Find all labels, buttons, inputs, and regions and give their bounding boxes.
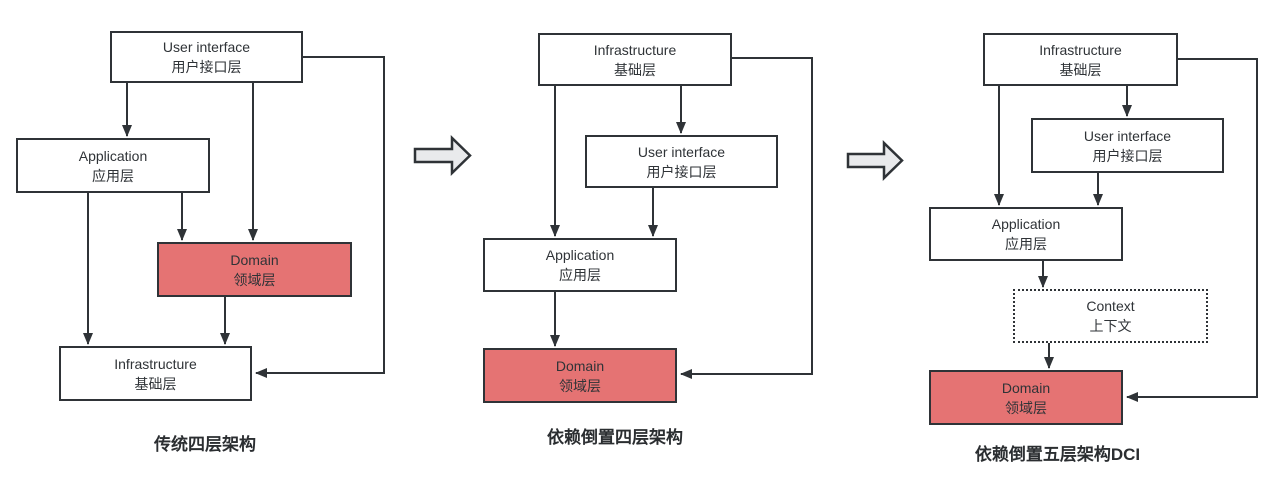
box-label-zh: 用户接口层 [646, 163, 717, 180]
box-label-en: User interface [637, 143, 726, 160]
box-label-zh: 基础层 [1059, 61, 1102, 78]
diagram-caption: 依赖倒置五层架构DCI [974, 445, 1141, 464]
box-label-en: Domain [1001, 379, 1051, 396]
box-domain: Domain 领域层 [929, 370, 1123, 425]
box-context: Context 上下文 [1013, 289, 1208, 343]
box-label-en: Application [78, 147, 148, 164]
box-user-interface: User interface 用户接口层 [585, 135, 778, 188]
box-label-zh: 领域层 [559, 377, 601, 394]
box-label-zh: 用户接口层 [1092, 147, 1163, 164]
box-label-zh: 领域层 [1005, 399, 1047, 416]
arrow-infrastructure-to-domain-right [680, 57, 813, 379]
box-label-en: User interface [162, 39, 251, 55]
right-block-arrow-icon [413, 135, 472, 176]
arrow-infrastructure-to-domain-right [1126, 58, 1258, 402]
diagram3-connectors [994, 58, 1258, 402]
box-label-zh: 领域层 [233, 271, 276, 288]
transition-arrows [413, 135, 904, 181]
diagram1-connectors [83, 56, 385, 378]
box-domain: Domain 领域层 [483, 348, 677, 403]
box-label-zh: 基础层 [614, 61, 656, 78]
diagram-caption: 依赖倒置四层架构 [547, 428, 683, 447]
box-infrastructure: Infrastructure 基础层 [983, 33, 1178, 86]
box-label-en: Infrastructure [114, 355, 197, 372]
box-label-zh: 应用层 [1005, 236, 1047, 252]
box-label-zh: 应用层 [92, 167, 134, 184]
box-label-en: Context [1086, 298, 1135, 314]
diagram2-connectors [550, 57, 813, 379]
box-infrastructure: Infrastructure 基础层 [59, 346, 252, 401]
box-label-en: Infrastructure [593, 41, 677, 58]
box-infrastructure: Infrastructure 基础层 [538, 33, 732, 86]
box-label-en: User interface [1083, 127, 1172, 144]
arrow-ui-to-infrastructure-right [255, 56, 385, 378]
box-label-en: Domain [230, 251, 279, 268]
box-application: Application 应用层 [929, 207, 1123, 261]
box-label-en: Infrastructure [1039, 41, 1122, 58]
box-label-zh: 基础层 [134, 375, 177, 392]
box-user-interface: User interface 用户接口层 [110, 31, 303, 83]
diagram-caption: 传统四层架构 [154, 435, 256, 454]
box-label-zh: 用户接口层 [171, 59, 242, 75]
box-domain: Domain 领域层 [157, 242, 352, 297]
box-label-en: Application [545, 247, 615, 263]
box-label-en: Application [991, 216, 1061, 232]
right-block-arrow-icon [846, 140, 904, 181]
box-application: Application 应用层 [16, 138, 210, 193]
box-application: Application 应用层 [483, 238, 677, 292]
box-user-interface: User interface 用户接口层 [1031, 118, 1224, 173]
box-label-en: Domain [555, 357, 605, 374]
box-label-zh: 上下文 [1089, 318, 1132, 334]
box-label-zh: 应用层 [559, 267, 601, 283]
